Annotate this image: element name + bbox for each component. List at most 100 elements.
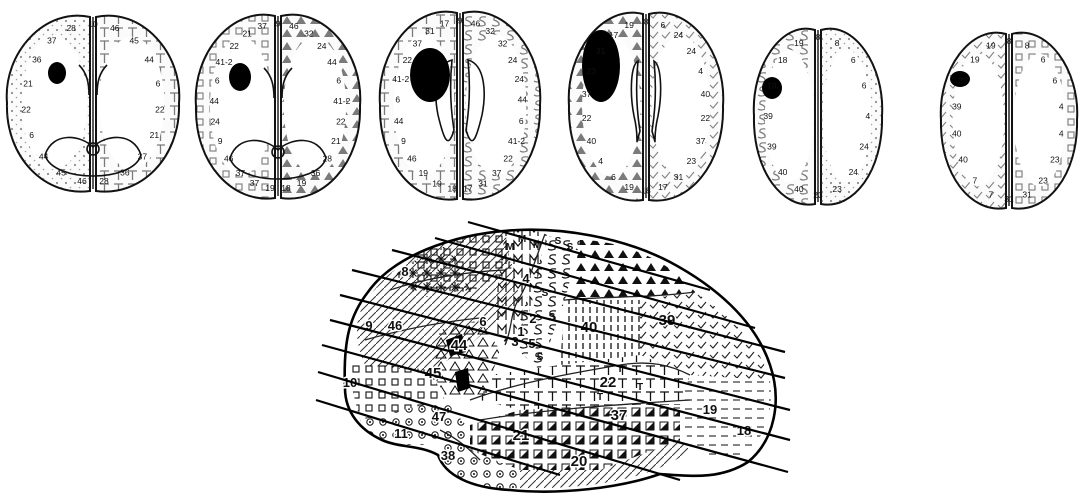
area-label: 6 — [611, 172, 616, 182]
white-matter — [822, 50, 871, 182]
area-label: 7 — [989, 189, 994, 199]
area-label: 44 — [209, 96, 219, 106]
area-label: 6 — [215, 76, 220, 86]
area-label: 23 — [1050, 155, 1060, 165]
area-label: 41-2 — [215, 57, 232, 67]
area-label: 31 — [596, 46, 606, 56]
area-label: 39 — [952, 101, 962, 111]
area-label: 8 — [1025, 41, 1030, 51]
area-label: 18 — [281, 183, 291, 193]
area-label: 23 — [832, 184, 842, 194]
lesion — [229, 63, 251, 91]
area-label: 44 — [144, 55, 154, 65]
area-label: 9 — [276, 18, 281, 28]
lateral-area-label: 47 — [432, 409, 446, 424]
area-label: 6 — [395, 95, 400, 105]
area-label: 37 — [138, 152, 148, 162]
area-label: 4 — [698, 66, 703, 76]
lateral-area-label: 22 — [600, 374, 617, 391]
area-label: 28 — [99, 176, 109, 186]
area-label: 24 — [849, 167, 859, 177]
area-label: 21 — [23, 79, 33, 89]
area-label: 18 — [447, 184, 457, 194]
region-parietal-superior — [570, 240, 695, 300]
area-label: 22 — [582, 113, 592, 123]
area-label: 23 — [1038, 176, 1048, 186]
lateral-area-label: 18 — [737, 423, 751, 438]
area-label: 40 — [701, 89, 711, 99]
area-label: 41-2 — [508, 136, 525, 146]
area-label: 9 — [458, 16, 463, 26]
area-label: 22 — [403, 55, 413, 65]
area-label: 8 — [835, 38, 840, 48]
area-label: 7 — [973, 176, 978, 186]
area-label: 21 — [331, 136, 341, 146]
area-label: 6 — [156, 79, 161, 89]
lateral-area-label: 19 — [703, 402, 717, 417]
area-label: 31 — [478, 178, 488, 188]
lateral-area-label: 8 — [401, 264, 408, 279]
area-label: 6 — [336, 76, 341, 86]
area-label: 46 — [407, 154, 417, 164]
area-label: 40 — [794, 184, 804, 194]
area-label: 4 — [866, 111, 871, 121]
area-label: 37 — [582, 89, 592, 99]
area-label: 4 — [1059, 129, 1064, 139]
area-label: 36 — [311, 168, 321, 178]
area-label: 19 — [624, 182, 634, 192]
region-letter: T — [637, 382, 643, 393]
area-label: 17 — [609, 30, 619, 40]
area-label: 39 — [763, 111, 773, 121]
area-label: 31 — [1022, 189, 1032, 199]
lateral-area-label: 46 — [388, 318, 402, 333]
area-label: 4 — [1059, 101, 1064, 111]
area-label: 19 — [432, 178, 442, 188]
area-label: 37 — [236, 168, 246, 178]
area-label: 24 — [317, 41, 327, 51]
area-label: 37 — [47, 36, 57, 46]
lateral-brain: 84694621354039444522104711213719183820 M… — [316, 222, 790, 492]
region-letter: S — [555, 236, 562, 247]
area-label: 8 — [816, 32, 821, 42]
area-label: 6 — [29, 130, 34, 140]
area-label: 41-2 — [333, 96, 350, 106]
area-label: 45 — [129, 36, 139, 46]
area-label: 24 — [515, 74, 525, 84]
axial-slice-2: 946322444641-222212836191819373746924446… — [196, 15, 361, 199]
area-label: 37 — [696, 136, 706, 146]
area-label: 24 — [687, 46, 697, 56]
area-label: 18 — [778, 55, 788, 65]
lateral-area-label: 6 — [479, 314, 486, 329]
axial-slice-5: 886642424232340403939191819 — [754, 29, 882, 205]
area-label: 8 — [1007, 36, 1012, 46]
lateral-area-label: 38 — [441, 448, 455, 463]
area-label: 41-2 — [392, 74, 409, 84]
area-label: 6 — [862, 81, 867, 91]
area-label: 37 — [250, 178, 260, 188]
area-label: 37 — [492, 168, 502, 178]
area-label: 19 — [297, 178, 307, 188]
area-label: 40 — [952, 129, 962, 139]
area-label: 24 — [210, 117, 220, 127]
region-letter: S — [537, 352, 544, 363]
area-label: 24 — [859, 141, 869, 151]
lateral-area-label: 2 — [529, 311, 536, 326]
area-label: 17 — [463, 184, 473, 194]
area-label: 31 — [425, 26, 435, 36]
area-label: 36 — [32, 55, 42, 65]
area-label: 37 — [413, 39, 423, 49]
lesion — [48, 62, 66, 84]
axial-slice-1: 104645446222137362846454462221363728 — [7, 16, 180, 192]
area-label: 22 — [701, 113, 711, 123]
area-label: 23 — [587, 66, 597, 76]
area-label: 24 — [674, 30, 684, 40]
area-label: 46 — [471, 18, 481, 28]
area-label: 39 — [767, 141, 777, 151]
area-label: 21 — [242, 29, 252, 39]
area-label: 32 — [304, 29, 314, 39]
area-label: 19 — [970, 54, 980, 64]
